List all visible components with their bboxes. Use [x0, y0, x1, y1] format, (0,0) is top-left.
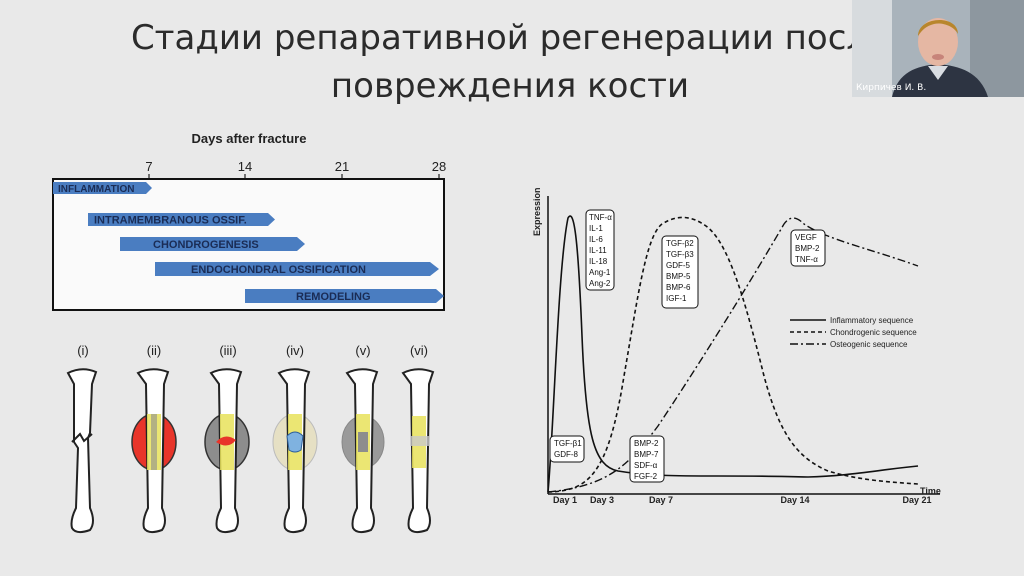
title-line-2: повреждения кости	[330, 66, 690, 106]
stage-arrow-inflammation	[53, 182, 152, 194]
tick-21: 21	[335, 159, 349, 174]
x-tick-day3: Day 3	[590, 495, 614, 505]
title-line-1: Стадии репаративной регенерации после	[130, 18, 890, 58]
bone-ii	[131, 368, 177, 534]
y-axis-label: Expression	[532, 187, 542, 236]
annot-bmp-2-late: BMP-2	[795, 244, 820, 253]
annot-fgf-2: FGF-2	[634, 472, 658, 481]
x-tick-day7: Day 7	[649, 495, 673, 505]
annotation-box-inflammatory-cytokines	[585, 209, 615, 291]
annot-il-6: IL-6	[589, 235, 603, 244]
participant-avatar	[852, 0, 1024, 97]
bone-label-iii: (iii)	[219, 343, 236, 358]
stage-arrow-remodeling	[245, 289, 444, 303]
stage-inflammation: INFLAMMATION	[58, 184, 134, 195]
x-tick-day21: Day 21	[902, 495, 931, 505]
bone-healing-stages: (i) (ii) (iii) (iv) (v) (vi)	[66, 343, 435, 534]
participant-video[interactable]: Кирпичев И. В.	[852, 0, 1024, 97]
bone-label-ii: (ii)	[147, 343, 161, 358]
annot-tnf-a-late: TNF-α	[795, 255, 818, 264]
stage-intramembranous: INTRAMEMBRANOUS OSSIF.	[94, 215, 247, 227]
annot-ang-2: Ang-2	[589, 279, 611, 288]
series-inflammatory	[547, 215, 919, 493]
annot-vegf: VEGF	[795, 233, 817, 242]
annot-sdf-a: SDF-α	[634, 461, 658, 470]
x-axis-label: Time	[920, 486, 941, 496]
annot-bmp-7: BMP-7	[634, 450, 659, 459]
annot-tgf-b2: TGF-β2	[666, 239, 694, 248]
legend-osteogenic: Osteogenic sequence	[830, 340, 908, 349]
annot-gdf-5: GDF-5	[666, 261, 691, 270]
annotation-box-chondrogenic-factors	[661, 235, 699, 309]
bone-i	[66, 368, 98, 534]
bone-label-iv: (iv)	[286, 343, 304, 358]
stage-arrow-chondrogenesis	[120, 237, 305, 251]
participant-name: Кирпичев И. В.	[856, 83, 927, 93]
timeline-header: Days after fracture	[192, 131, 307, 146]
annotation-box-osteogenic-factors	[790, 229, 826, 267]
annot-il-1: IL-1	[589, 224, 603, 233]
annot-il-18: IL-18	[589, 257, 608, 266]
annotation-box-recruitment-factors	[629, 435, 665, 483]
legend-inflammatory: Inflammatory sequence	[830, 316, 914, 325]
annot-igf-1: IGF-1	[666, 294, 687, 303]
bone-iv	[272, 368, 318, 534]
series-chondrogenic	[547, 216, 919, 493]
x-tick-day1: Day 1	[553, 495, 577, 505]
annotation-box-early-factors	[549, 435, 585, 463]
bone-label-v: (v)	[355, 343, 370, 358]
annot-bmp-6: BMP-6	[666, 283, 691, 292]
annot-il-11: IL-11	[589, 246, 607, 255]
annot-bmp-2-early: BMP-2	[634, 439, 659, 448]
annot-tgf-b1: TGF-β1	[554, 439, 582, 448]
expression-chart: Expression Time Day 1 Day 3 Day 7 Day 14…	[532, 187, 941, 505]
tick-7: 7	[145, 159, 152, 174]
legend-chondrogenic: Chondrogenic sequence	[830, 328, 917, 337]
slide-title: Стадии репаративной регенерации после по…	[80, 14, 940, 110]
stage-arrow-endochondral	[155, 262, 439, 276]
tick-28: 28	[432, 159, 446, 174]
annot-gdf-8: GDF-8	[554, 450, 579, 459]
bone-v	[341, 368, 385, 534]
annot-ang-1: Ang-1	[589, 268, 611, 277]
bone-iii	[204, 368, 250, 534]
stage-remodeling: REMODELING	[296, 291, 371, 303]
stage-endochondral: ENDOCHONDRAL OSSIFICATION	[191, 264, 366, 276]
stage-chondrogenesis: CHONDROGENESIS	[153, 239, 259, 251]
bone-label-i: (i)	[77, 343, 89, 358]
annot-tnf-a: TNF-α	[589, 213, 612, 222]
annot-bmp-5: BMP-5	[666, 272, 691, 281]
bone-vi	[401, 368, 435, 534]
bone-label-vi: (vi)	[410, 343, 428, 358]
x-tick-day14: Day 14	[780, 495, 809, 505]
timeline-diagram: Days after fracture 7 14 21 28 INFLAMMAT…	[52, 131, 446, 311]
annot-tgf-b3: TGF-β3	[666, 250, 694, 259]
tick-14: 14	[238, 159, 252, 174]
stage-arrow-intramembranous	[88, 213, 275, 226]
